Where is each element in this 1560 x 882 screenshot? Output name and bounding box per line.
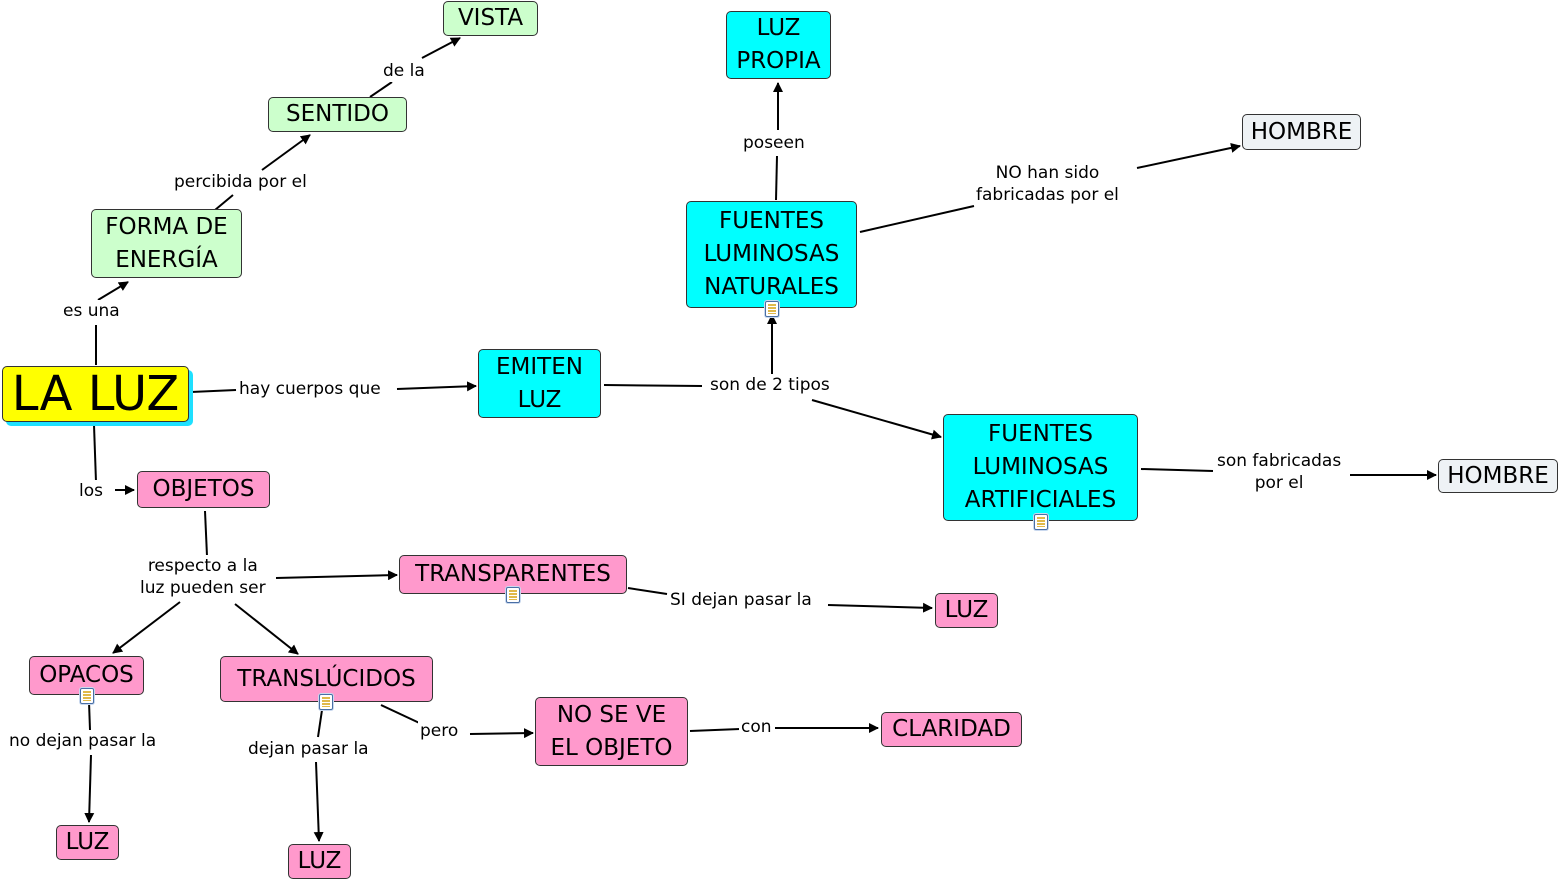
link-label-los: los bbox=[77, 480, 105, 502]
node-la-luz[interactable]: LA LUZ bbox=[2, 366, 189, 422]
resource-icon[interactable] bbox=[1034, 514, 1048, 530]
resource-icon[interactable] bbox=[80, 688, 94, 704]
node-hombre-2[interactable]: HOMBRE bbox=[1438, 459, 1558, 493]
link-label-respecto: respecto a la luz pueden ser bbox=[138, 555, 268, 599]
node-luz-translucidos[interactable]: LUZ bbox=[288, 844, 351, 879]
node-emiten-luz[interactable]: EMITEN LUZ bbox=[478, 349, 601, 418]
node-fuentes-artificiales[interactable]: FUENTES LUMINOSAS ARTIFICIALES bbox=[943, 414, 1138, 521]
resource-icon[interactable] bbox=[319, 694, 333, 710]
link-label-dejan-pasar: dejan pasar la bbox=[246, 738, 371, 760]
link-label-de-la: de la bbox=[381, 60, 427, 82]
node-claridad[interactable]: CLARIDAD bbox=[881, 712, 1022, 747]
node-forma-de-energia[interactable]: FORMA DE ENERGÍA bbox=[91, 209, 242, 278]
node-luz-propia[interactable]: LUZ PROPIA bbox=[726, 11, 831, 79]
node-vista[interactable]: VISTA bbox=[443, 1, 538, 36]
resource-icon[interactable] bbox=[506, 587, 520, 603]
link-label-son-fabricadas: son fabricadas por el bbox=[1215, 450, 1344, 494]
link-label-hay-cuerpos-que: hay cuerpos que bbox=[237, 378, 383, 400]
node-luz-opacos[interactable]: LUZ bbox=[56, 825, 119, 860]
link-label-pero: pero bbox=[418, 720, 461, 742]
link-label-poseen: poseen bbox=[741, 132, 807, 154]
node-no-se-ve-el-objeto[interactable]: NO SE VE EL OBJETO bbox=[535, 697, 688, 766]
node-hombre-1[interactable]: HOMBRE bbox=[1242, 114, 1361, 150]
link-label-si-dejan-pasar: SI dejan pasar la bbox=[668, 589, 814, 611]
link-label-no-han-sido: NO han sido fabricadas por el bbox=[974, 162, 1121, 206]
link-label-no-dejan-pasar: no dejan pasar la bbox=[7, 730, 159, 752]
node-luz-transparentes[interactable]: LUZ bbox=[935, 593, 998, 628]
node-objetos[interactable]: OBJETOS bbox=[137, 471, 270, 508]
resource-icon[interactable] bbox=[765, 301, 779, 317]
link-label-son-de-2-tipos: son de 2 tipos bbox=[708, 374, 832, 396]
node-fuentes-naturales[interactable]: FUENTES LUMINOSAS NATURALES bbox=[686, 201, 857, 308]
node-sentido[interactable]: SENTIDO bbox=[268, 97, 407, 132]
link-label-percibida-por-el: percibida por el bbox=[172, 171, 309, 193]
link-label-con: con bbox=[739, 716, 774, 738]
link-label-es-una: es una bbox=[61, 300, 122, 322]
